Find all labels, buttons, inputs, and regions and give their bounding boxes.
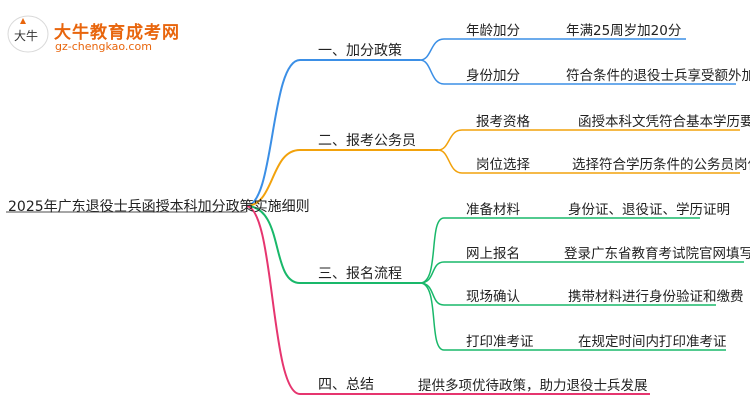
- branch-3-item-4-desc: 在规定时间内打印准考证: [578, 334, 727, 350]
- branch-2-item-2-link: [437, 149, 463, 174]
- branch-1-item-2-desc: 符合条件的退役士兵享受额外加分: [566, 68, 750, 84]
- logo-site-name: 大牛教育成考网: [54, 23, 180, 43]
- branch-1-item-1-link: [419, 38, 445, 61]
- branch-3-item-2-desc: 登录广东省教育考试院官网填写信息: [564, 246, 750, 262]
- branch-3-link: [245, 205, 301, 284]
- branch-3-label: 三、报名流程: [318, 266, 402, 282]
- branch-3-item-2-link: [419, 261, 445, 284]
- branch-2-item-1-desc: 函授本科文凭符合基本学历要求: [578, 114, 750, 130]
- branch-3-item-3-label: 现场确认: [466, 289, 520, 305]
- branch-2-item-1-link: [437, 129, 463, 151]
- logo-seal-icon: 大牛: [7, 15, 49, 53]
- branch-3-item-3-desc: 携带材料进行身份验证和缴费: [568, 289, 744, 305]
- svg-text:大牛: 大牛: [14, 28, 38, 43]
- logo-site-domain: gz-chengkao.com: [55, 40, 152, 53]
- branch-1-item-1-label: 年龄加分: [466, 23, 520, 39]
- branch-1-item-2-label: 身份加分: [466, 68, 520, 84]
- branch-1-label: 一、加分政策: [318, 43, 402, 59]
- branch-1-item-2-link: [419, 59, 445, 85]
- branch-2-item-2-label: 岗位选择: [476, 157, 530, 173]
- branch-3-item-1-label: 准备材料: [466, 202, 520, 218]
- branch-2-link: [245, 149, 301, 207]
- branch-3-item-2-label: 网上报名: [466, 246, 520, 262]
- mindmap-root: 2025年广东退役士兵函授本科加分政策实施细则: [8, 199, 310, 215]
- branch-3-item-1-desc: 身份证、退役证、学历证明: [568, 202, 730, 218]
- branch-4-summary: 提供多项优待政策，助力退役士兵发展: [418, 378, 648, 394]
- branch-1-link: [245, 59, 301, 207]
- branch-3-item-1-link: [419, 217, 445, 284]
- branch-2-label: 二、报考公务员: [318, 133, 416, 149]
- branch-3-item-4-label: 打印准考证: [466, 334, 534, 350]
- branch-2-item-1-label: 报考资格: [476, 114, 530, 130]
- branch-1-item-1-desc: 年满25周岁加20分: [566, 23, 682, 39]
- branch-2-item-2-desc: 选择符合学历条件的公务员岗位: [572, 157, 750, 173]
- branch-3-item-4-link: [419, 282, 445, 351]
- branch-4-label: 四、总结: [318, 377, 374, 393]
- branch-4-link: [245, 205, 301, 395]
